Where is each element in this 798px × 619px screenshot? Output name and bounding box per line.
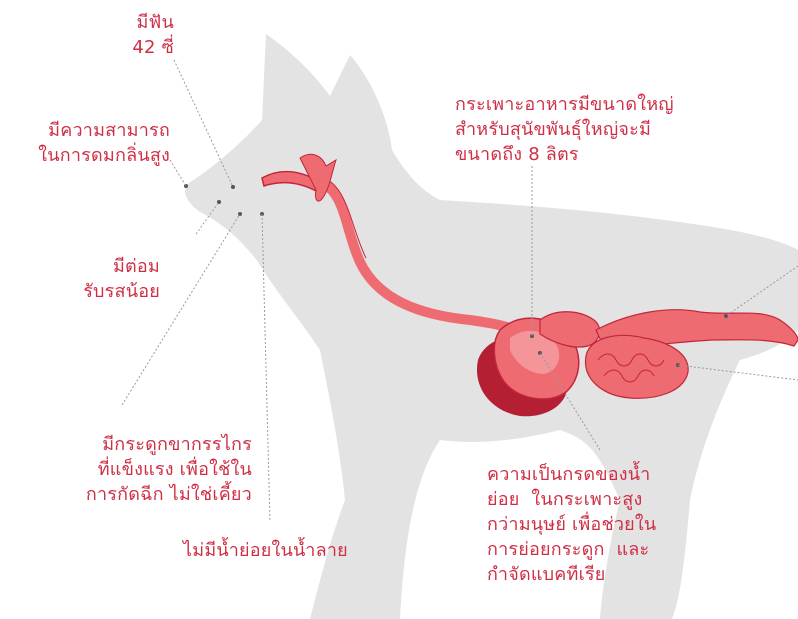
label-acid: ความเป็นกรดของน้ำ ย่อย ในกระเพาะสูง กว่า… <box>487 462 717 587</box>
label-stomach: กระเพาะอาหารมีขนาดใหญ่ สำหรับสุนัขพันธุ์… <box>455 92 755 167</box>
label-teeth: มีฟัน 42 ซี่ <box>110 10 174 60</box>
label-saliva: ไม่มีน้ำย่อยในน้ำลาย <box>183 538 393 563</box>
label-taste: มีต่อม รับรสน้อย <box>40 254 160 304</box>
label-smell: มีความสามารถ ในการดมกลิ่นสูง <box>4 118 170 168</box>
label-jaw: มีกระดูกขากรรไกร ที่แข็งแรง เพื่อใช้ใน ก… <box>40 432 252 507</box>
